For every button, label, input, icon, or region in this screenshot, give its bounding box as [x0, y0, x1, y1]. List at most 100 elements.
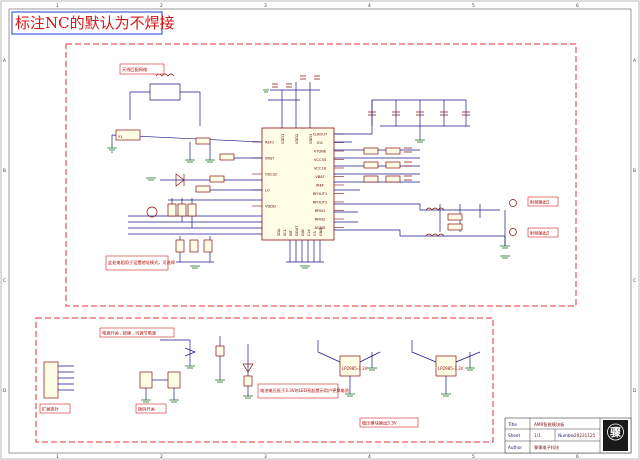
reg1-label: LP2985-3.3V	[342, 366, 368, 371]
ic-top-pin-label: VDD1	[281, 134, 285, 144]
ic-right-pin-label: VCC33	[314, 158, 326, 162]
page-title: 标注NC的默认为不焊接	[15, 14, 175, 32]
grid-col-4-bottom: 4	[368, 454, 371, 460]
note-regulator: 稳压模块输出3.3V	[362, 420, 397, 427]
tb-author-label: Author	[508, 445, 522, 450]
logo-seal-icon	[607, 423, 624, 441]
note-antenna-top: 天线匹配网络	[122, 66, 148, 73]
cap-stack-vcc	[363, 147, 412, 183]
rf-components	[115, 73, 517, 253]
grid-col-1: 1	[56, 3, 59, 9]
note-box-rf1	[527, 196, 559, 207]
note-box-led	[257, 383, 339, 399]
ic-right-pin-label: VBAT	[315, 175, 325, 179]
ic-bottom-pin-label: SDA	[277, 228, 281, 236]
note-switch-block: 拨码开关	[138, 406, 155, 413]
grid-col-3-bottom: 3	[264, 454, 267, 460]
tb-sheet-value: 1/1	[534, 433, 541, 438]
tb-sheet-label: Sheet	[508, 433, 520, 438]
cap-group-right	[368, 111, 470, 116]
grid-row-a-right: A	[633, 58, 636, 64]
cap-group-top	[272, 75, 320, 88]
main-ic-body	[261, 127, 335, 241]
ic-bottom-pin-label: DIN	[301, 229, 305, 236]
note-box-regulator	[359, 417, 419, 428]
transistor-q1	[146, 206, 158, 218]
grid-row-d: D	[3, 388, 7, 394]
rf-inductor-2	[425, 233, 445, 237]
ic-bottom-pin-label: CLK	[307, 228, 311, 236]
power-wires	[43, 336, 481, 400]
tb-number-value: 20231125	[574, 433, 596, 438]
main-ic-right-pins: CLKOUTIO1VTUNEVCC33VCC18VBATIREFRFOUT1RF…	[313, 132, 344, 230]
note-box-rf2	[527, 227, 559, 238]
grid-col-2: 2	[160, 3, 163, 9]
ic-top-pin-label: VDD2	[295, 134, 299, 144]
grid-row-a: A	[3, 58, 6, 64]
tb-title-value: AMR智能模块板	[534, 421, 565, 428]
note-rf-out1: 射频输出1	[530, 199, 550, 206]
ic-top-pin-label: VDD3	[309, 134, 313, 144]
ic-left-pin-label: VDDD	[265, 204, 276, 208]
ic-right-pin-label: RFIN1	[315, 209, 326, 213]
note-box-header	[39, 403, 71, 414]
ic-right-pin-label: AGND	[315, 226, 326, 230]
ground-symbols	[107, 89, 510, 269]
ic-right-pin-label: VCC18	[314, 166, 327, 170]
rf-cap-2	[447, 223, 463, 231]
rf-inductor-1	[425, 207, 445, 211]
note-box-resistor	[105, 255, 169, 271]
note-header: 扩展排针	[42, 406, 59, 413]
grid-col-5-bottom: 5	[472, 454, 475, 460]
rf-wires	[111, 82, 506, 263]
note-box-antenna	[119, 63, 165, 75]
note-box-switch	[135, 403, 167, 414]
ic-right-pin-label: CLKOUT	[313, 132, 328, 136]
grid-col-2-bottom: 2	[160, 454, 163, 460]
diode-d1	[175, 173, 185, 187]
note-resistor: 此处电阻用于设置地址模式，可选焊	[108, 259, 176, 266]
logo-box	[603, 420, 628, 451]
grid-col-4: 4	[368, 3, 371, 9]
ic-right-pin-label: IREF	[316, 183, 324, 187]
inner-frame	[8, 8, 632, 454]
grid-row-c-right: C	[633, 278, 636, 284]
tb-number-label: Number	[558, 433, 575, 438]
grid-labels: 1 2 3 4 5 6 1 2 3 4 5 6 A B C D A B C D	[3, 3, 637, 460]
ic-right-pin-label: RFOUT2	[313, 200, 328, 204]
logo-text: 骤	[610, 426, 621, 439]
ic-bottom-pin-label: GND	[319, 228, 323, 236]
crystal-label: Y1	[118, 135, 122, 139]
note-rf-out2: 射频输出2	[530, 230, 550, 237]
reg2-label: LP2985-3.3V	[438, 366, 464, 371]
title-box	[11, 11, 163, 35]
ic-right-pin-label: IO1	[317, 141, 323, 145]
ic-left-pin-label: OSC32	[265, 172, 277, 176]
crystal-y1	[115, 129, 141, 141]
rf-cap-1	[447, 213, 463, 221]
ic-left-pin-label: XRST	[265, 156, 275, 160]
ic-bottom-pin-label: INT	[289, 229, 293, 236]
ic-right-pin-label: RFIN2	[315, 217, 326, 221]
note-box-power-switch	[99, 327, 175, 338]
grid-col-6-bottom: 6	[576, 454, 579, 460]
ic-left-pin-label: LO	[265, 188, 270, 192]
grid-row-d-right: D	[633, 388, 637, 394]
grid-col-3: 3	[264, 3, 267, 9]
grid-row-b-right: B	[633, 168, 636, 174]
power-section-box	[35, 317, 494, 443]
power-ground-symbols	[141, 365, 475, 403]
grid-col-6: 6	[576, 3, 579, 9]
ic-bottom-pin-label: SCL	[283, 229, 287, 236]
ic-left-pin-label: REF1	[265, 140, 274, 144]
note-power-switch: 电源开关 , 按键 , 可调节电源	[102, 330, 157, 337]
ic-right-pin-label: VTUNE	[314, 149, 327, 153]
rf-connector-2	[509, 228, 517, 236]
ic-bottom-pin-label: DOUT	[295, 225, 299, 236]
note-led: 电池电压低于3.3V时LED亮起提示用户更换电池	[260, 387, 350, 394]
